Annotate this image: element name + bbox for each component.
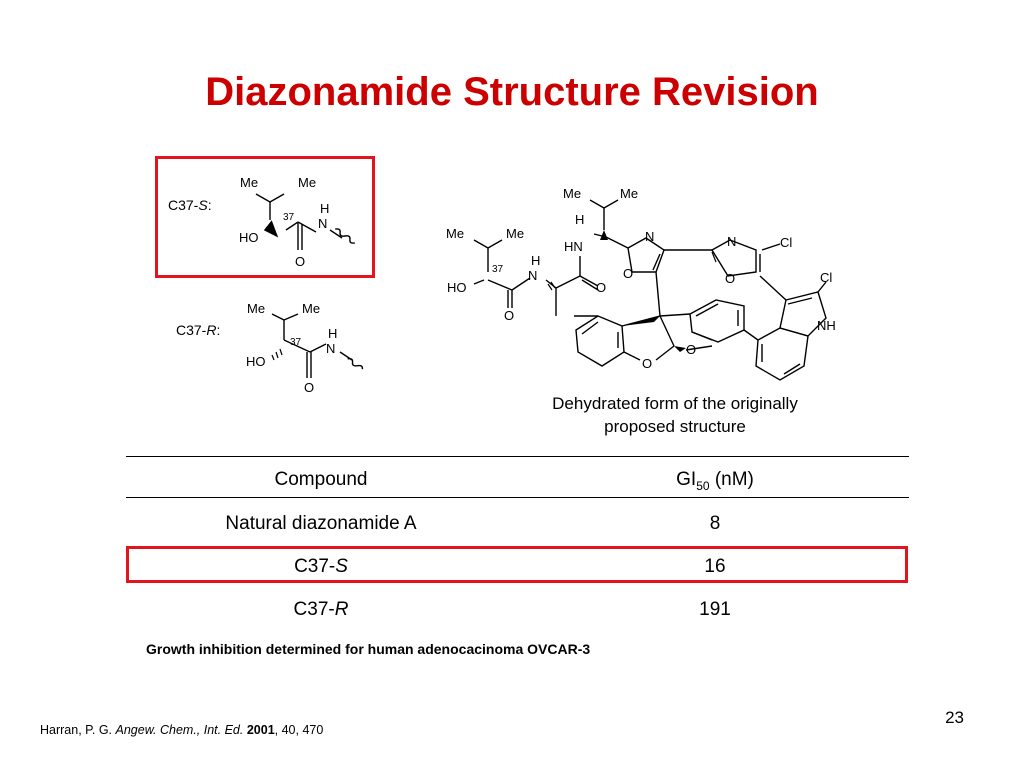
c37s-h: H xyxy=(320,201,329,216)
proposed-o-aminal1: O xyxy=(686,342,696,357)
c37r-me1: Me xyxy=(247,301,265,316)
header-gi50: GI50 (nM) xyxy=(676,469,754,493)
proposed-o-ox1: O xyxy=(623,266,633,281)
page-number: 23 xyxy=(945,708,964,727)
c37s-locant: 37 xyxy=(283,212,295,223)
proposed-n-ox2: N xyxy=(727,234,736,249)
row-natural-gi50: 8 xyxy=(709,513,721,534)
row-c37s-gi50: 16 xyxy=(704,556,726,577)
proposed-o-ox2: O xyxy=(725,271,735,286)
proposed-me-a2: Me xyxy=(620,186,638,201)
proposed-nh: NH xyxy=(817,318,836,333)
table-header-rule xyxy=(126,497,909,498)
caption-line2: proposed structure xyxy=(604,417,746,436)
proposed-o-amide: O xyxy=(596,280,606,295)
structure-caption: Dehydrated form of the originally propos… xyxy=(510,392,840,438)
assay-note: Growth inhibition determined for human a… xyxy=(146,641,591,657)
slide-title: Diazonamide Structure Revision xyxy=(205,70,819,114)
highlight-row-box xyxy=(126,546,908,583)
c37r-locant: 37 xyxy=(290,337,302,348)
c37s-me2: Me xyxy=(298,175,316,190)
proposed-ho: HO xyxy=(447,280,467,295)
proposed-me-a1: Me xyxy=(563,186,581,201)
proposed-cl1: Cl xyxy=(780,235,792,250)
proposed-locant: 37 xyxy=(492,264,504,275)
row-c37s-compound: C37-S xyxy=(294,556,348,577)
c37r-label: C37-R: xyxy=(176,322,221,338)
row-c37r-gi50: 191 xyxy=(699,599,731,620)
citation: Harran, P. G. Angew. Chem., Int. Ed. 200… xyxy=(40,723,324,737)
c37s-me1: Me xyxy=(240,175,258,190)
c37r-h: H xyxy=(328,326,337,341)
proposed-h-amide: H xyxy=(531,253,540,268)
c37s-highlight-box xyxy=(155,156,375,278)
c37r-me2: Me xyxy=(302,301,320,316)
c37r-n: N xyxy=(326,341,335,356)
c37s-ho: HO xyxy=(239,230,259,245)
proposed-n-amide: N xyxy=(528,268,537,283)
proposed-me-b1: Me xyxy=(446,226,464,241)
header-compound: Compound xyxy=(274,469,368,490)
proposed-hn: HN xyxy=(564,239,583,254)
c37s-n: N xyxy=(318,216,327,231)
row-natural-compound: Natural diazonamide A xyxy=(225,513,417,534)
c37r-ho: HO xyxy=(246,354,266,369)
c37r-o: O xyxy=(304,380,314,395)
proposed-n-ox1: N xyxy=(645,229,654,244)
proposed-me-b2: Me xyxy=(506,226,524,241)
proposed-o-aminal2: O xyxy=(642,356,652,371)
c37s-label: C37-S: xyxy=(168,197,212,213)
table-top-rule xyxy=(126,456,909,457)
caption-line1: Dehydrated form of the originally xyxy=(552,394,798,413)
proposed-cl2: Cl xyxy=(820,270,832,285)
proposed-o-ho-co: O xyxy=(504,308,514,323)
proposed-h-top: H xyxy=(575,212,584,227)
c37s-o: O xyxy=(295,254,305,269)
row-c37r-compound: C37-R xyxy=(293,599,349,620)
